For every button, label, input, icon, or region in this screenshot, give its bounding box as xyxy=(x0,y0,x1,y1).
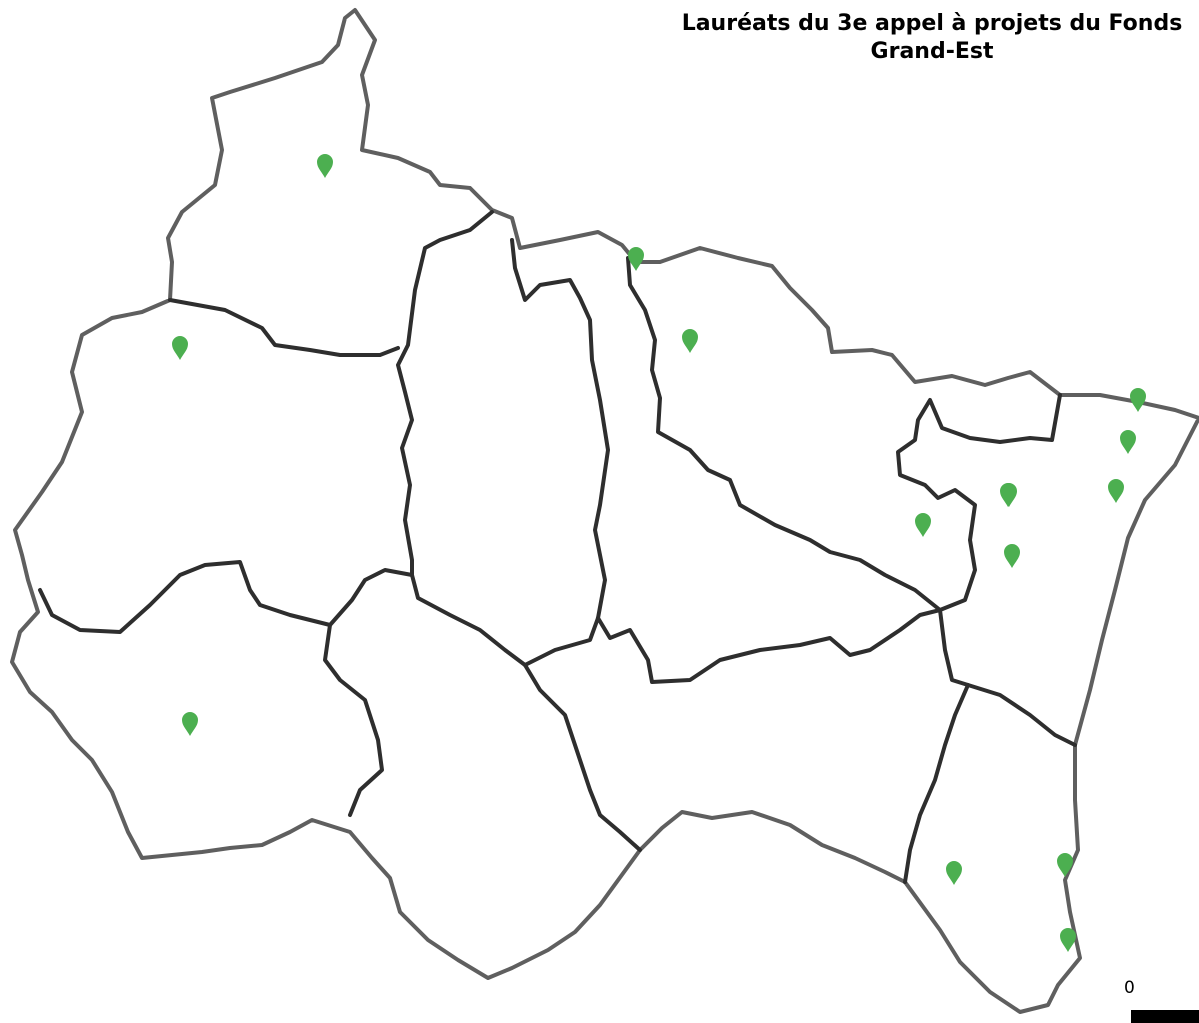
map-pin-icon[interactable] xyxy=(628,247,644,271)
map-pin-icon[interactable] xyxy=(1060,928,1076,952)
department-border xyxy=(510,238,610,667)
map-pin-icon[interactable] xyxy=(1120,430,1136,454)
map-pin-icon[interactable] xyxy=(317,154,333,178)
department-border xyxy=(903,683,970,884)
department-border xyxy=(523,663,642,852)
region-outline xyxy=(10,8,1199,1014)
map-title-line-1: Lauréats du 3e appel à projets du Fonds xyxy=(681,11,1183,36)
map-pin-icon[interactable] xyxy=(946,861,962,885)
department-border xyxy=(168,298,400,357)
department-border xyxy=(596,608,942,684)
map-pin-icon[interactable] xyxy=(1004,544,1020,568)
department-border xyxy=(323,568,414,817)
department-border xyxy=(38,560,332,634)
map-pin-icon[interactable] xyxy=(1057,853,1073,877)
map-pin-icon[interactable] xyxy=(1000,483,1016,507)
map-pin-icon[interactable] xyxy=(182,712,198,736)
map-pin-icon[interactable] xyxy=(172,336,188,360)
department-border xyxy=(396,210,494,577)
map-title: Lauréats du 3e appel à projets du Fonds … xyxy=(612,10,1199,66)
department-border xyxy=(410,573,527,667)
department-border xyxy=(626,256,942,612)
department-border xyxy=(938,608,1077,747)
map-title-line-2: Grand-Est xyxy=(870,39,994,64)
map-pin-icon[interactable] xyxy=(915,513,931,537)
map-pin-icon[interactable] xyxy=(1108,479,1124,503)
map-pin-icon[interactable] xyxy=(682,329,698,353)
map-pin-icon[interactable] xyxy=(1130,388,1146,412)
department-border xyxy=(896,393,1062,612)
scale-label: 0 xyxy=(1124,978,1135,998)
scale-bar xyxy=(1131,1010,1199,1023)
